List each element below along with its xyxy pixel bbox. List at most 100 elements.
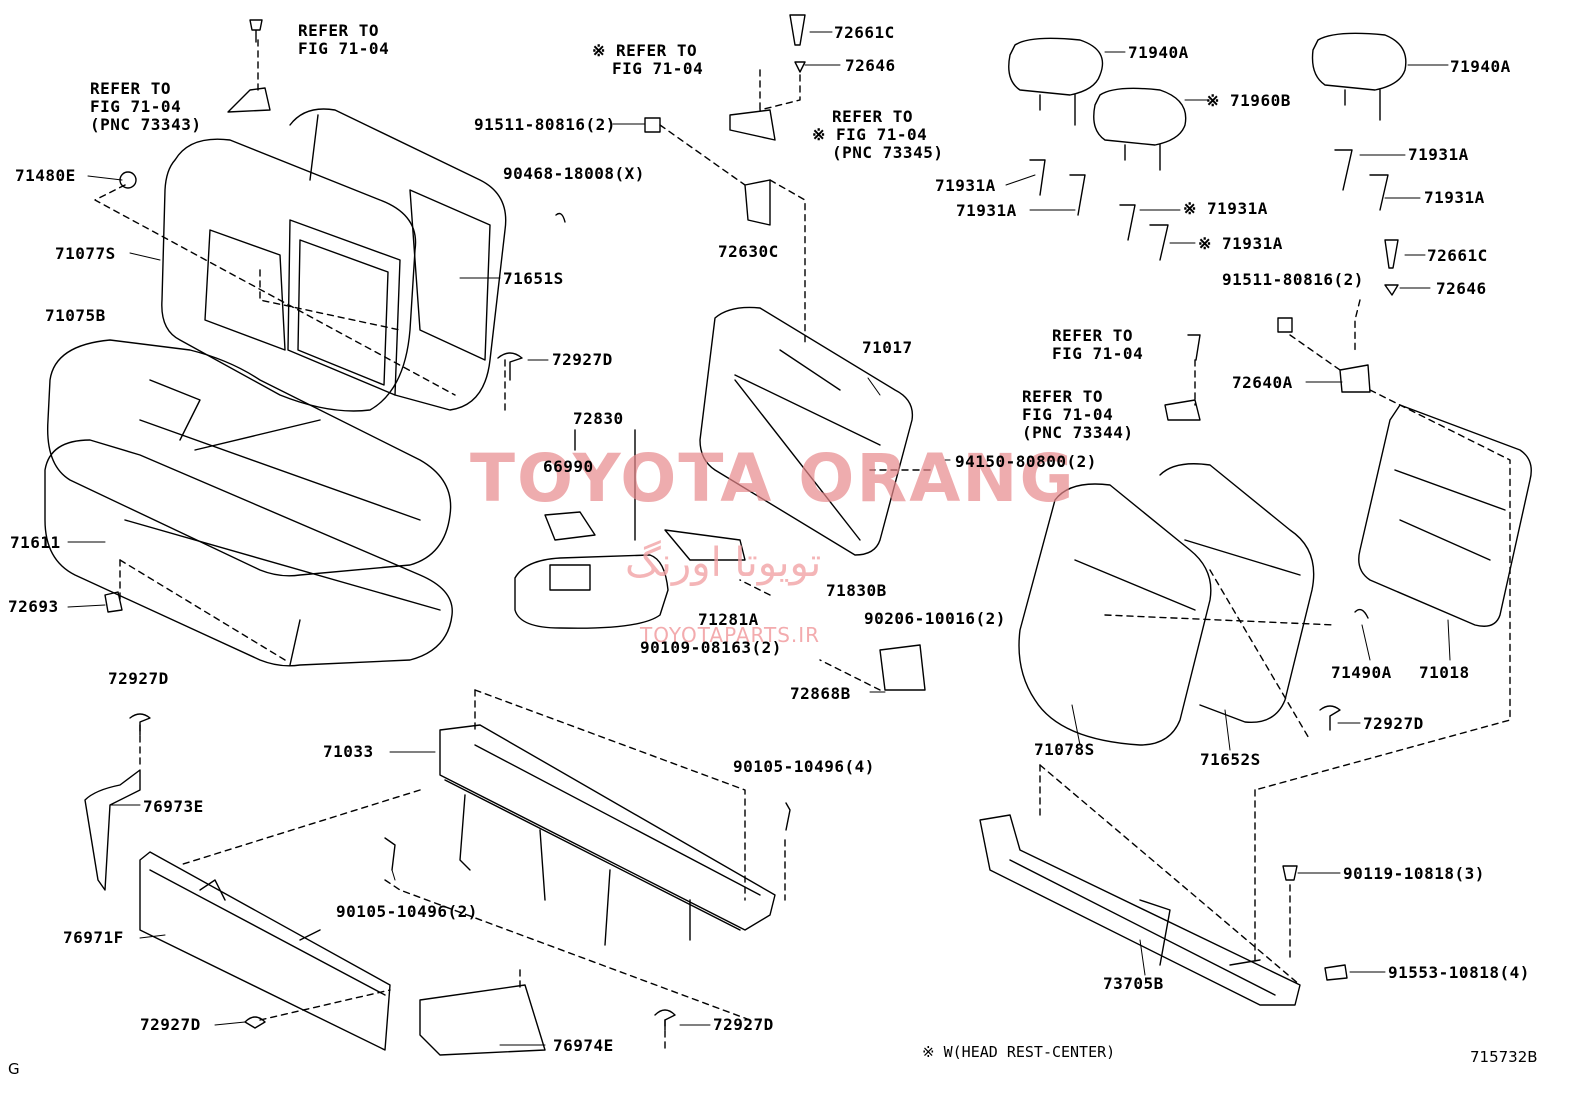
bolt-90105-b-icon bbox=[384, 837, 396, 871]
part-label: 71931A bbox=[956, 201, 1017, 220]
watermark-sub: TOYOTAPARTS.IR bbox=[640, 623, 821, 647]
leader-lines-right bbox=[1039, 299, 1511, 986]
part-label: 72927D bbox=[140, 1015, 201, 1034]
panel-76971f bbox=[139, 851, 391, 1051]
part-label: 71281A bbox=[698, 610, 759, 629]
part-label: 71033 bbox=[323, 742, 374, 761]
part-label: 90105-10496(4) bbox=[733, 757, 875, 776]
bolt-90119-icon bbox=[1282, 865, 1298, 881]
watermark-text: TOYOTA ORANG bbox=[470, 440, 1076, 517]
refer-block-4: REFER TO※ FIG 71-04(PNC 73345) bbox=[812, 107, 944, 162]
headrest-71940a-right bbox=[1311, 32, 1407, 91]
part-label: 71018 bbox=[1419, 663, 1470, 682]
bracket-ref-73344-icon bbox=[1164, 399, 1201, 421]
part-label: 72927D bbox=[552, 350, 613, 369]
part-label: 72630C bbox=[718, 242, 779, 261]
part-label: 76971F bbox=[63, 928, 124, 947]
part-label: 72927D bbox=[713, 1015, 774, 1034]
part-label: 91511-80816(2) bbox=[1222, 270, 1364, 289]
clip-71490a-icon bbox=[1354, 608, 1369, 619]
part-label: 71931A bbox=[1424, 188, 1485, 207]
seat-back-cover-71078s bbox=[1018, 483, 1212, 746]
part-label: 90119-10818(3) bbox=[1343, 864, 1485, 883]
part-label: 71940A bbox=[1128, 43, 1189, 62]
nut-72646-icon bbox=[794, 61, 806, 73]
part-label: 71078S bbox=[1034, 740, 1095, 759]
pin-90468-icon bbox=[555, 212, 566, 223]
part-label: 73705B bbox=[1103, 974, 1164, 993]
part-label: 71611 bbox=[10, 533, 61, 552]
corner-mark: G bbox=[8, 1060, 20, 1078]
part-label: 71077S bbox=[55, 244, 116, 263]
part-label: 72927D bbox=[1363, 714, 1424, 733]
pin-72661c-b-icon bbox=[1384, 239, 1399, 269]
label-leader-lines bbox=[67, 31, 1451, 1046]
seat-back-side-71652s bbox=[1159, 463, 1315, 724]
armrest-72830 bbox=[514, 429, 669, 629]
part-label: 72868B bbox=[790, 684, 851, 703]
part-label: 71651S bbox=[503, 269, 564, 288]
leader-lines-center bbox=[659, 69, 931, 691]
part-label: 72646 bbox=[845, 56, 896, 75]
clip-72927d-b-icon bbox=[244, 1016, 266, 1029]
bolt-top-right-icon bbox=[1187, 334, 1201, 361]
part-label: 72693 bbox=[8, 597, 59, 616]
bolt-top-icon bbox=[249, 19, 263, 43]
part-label: 71490A bbox=[1331, 663, 1392, 682]
bracket-71281a bbox=[664, 529, 746, 561]
part-label: 72661C bbox=[1427, 246, 1488, 265]
seat-cushion-71075b bbox=[46, 339, 452, 577]
bracket-ref-icon bbox=[227, 87, 271, 113]
part-label: 91553-10818(4) bbox=[1388, 963, 1530, 982]
part-label: 94150-80800(2) bbox=[955, 452, 1097, 471]
part-label: 71931A bbox=[1408, 145, 1469, 164]
cup-holder-66990 bbox=[544, 511, 596, 541]
seatback-frame-71018 bbox=[1358, 404, 1532, 627]
cover-76974e bbox=[419, 984, 546, 1056]
part-label: 66990 bbox=[543, 457, 594, 476]
part-label: 71830B bbox=[826, 581, 887, 600]
frame-71033 bbox=[439, 724, 776, 946]
bracket-ref-73345-icon bbox=[729, 109, 776, 141]
headrest-71940a-left bbox=[1008, 37, 1104, 96]
bolt-91553-icon bbox=[1324, 964, 1348, 981]
part-label: 71931A bbox=[935, 176, 996, 195]
part-label: 76973E bbox=[143, 797, 204, 816]
part-label: ※ 71960B bbox=[1206, 91, 1291, 110]
part-label: 71652S bbox=[1200, 750, 1261, 769]
part-label: 91511-80816(2) bbox=[474, 115, 616, 134]
part-label: 72830 bbox=[573, 409, 624, 428]
clip-72927d-e-icon bbox=[1319, 705, 1341, 731]
figure-id: 715732B bbox=[1470, 1048, 1538, 1066]
part-label: 90109-08163(2) bbox=[640, 638, 782, 657]
part-label: 72927D bbox=[108, 669, 169, 688]
hinge-72630c bbox=[744, 179, 771, 226]
part-label: 71017 bbox=[862, 338, 913, 357]
seatback-frame-71017 bbox=[699, 306, 914, 556]
cover-72868b bbox=[879, 644, 926, 691]
part-label: 72646 bbox=[1436, 279, 1487, 298]
seat-back-side-71651s bbox=[289, 108, 507, 411]
clip-72927d-icon bbox=[497, 352, 523, 381]
bolt-90105-a-icon bbox=[785, 802, 791, 831]
part-label: ※ 71931A bbox=[1198, 234, 1283, 253]
part-label: 71940A bbox=[1450, 57, 1511, 76]
hinge-72640a bbox=[1339, 364, 1371, 393]
clip-72693-icon bbox=[104, 591, 123, 613]
seat-back-cover-71077s bbox=[161, 138, 417, 412]
headrest-supports bbox=[1029, 149, 1389, 261]
clip-72927d-c-icon bbox=[654, 1009, 676, 1031]
part-label: 72661C bbox=[834, 23, 895, 42]
watermark-arabic: تويوتا اورنگ bbox=[625, 540, 822, 586]
side-cover-76973e bbox=[84, 769, 141, 891]
part-label: 90105-10496(2) bbox=[336, 902, 478, 921]
pin-72661c-icon bbox=[789, 14, 806, 46]
footnote: ※ W(HEAD REST-CENTER) bbox=[922, 1043, 1116, 1061]
